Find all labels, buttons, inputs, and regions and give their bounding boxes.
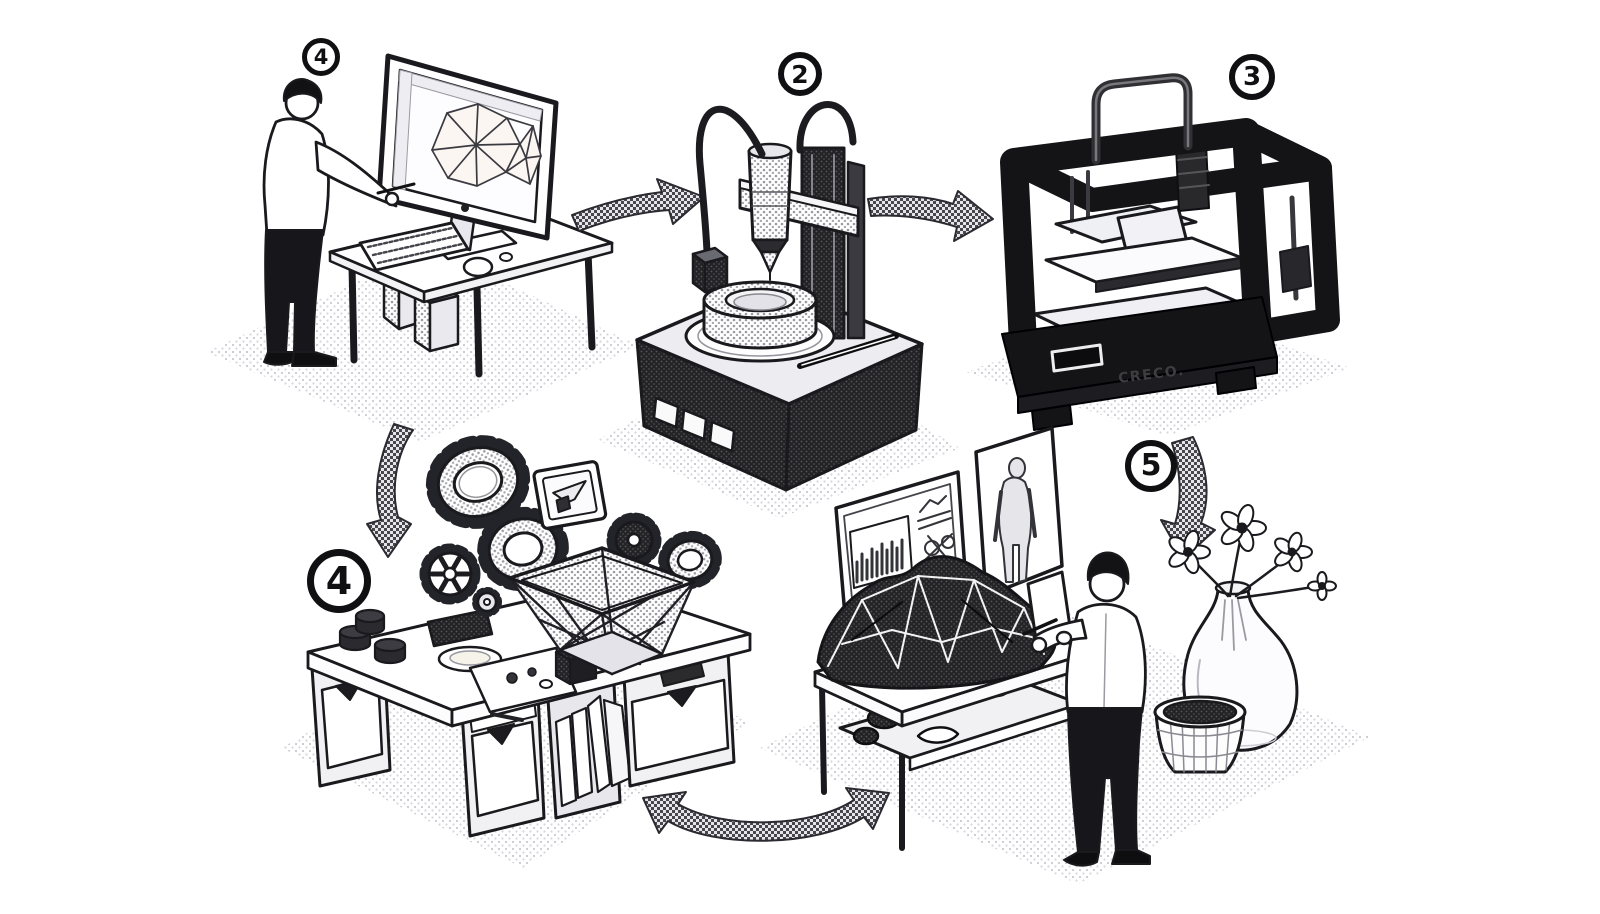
designer-shoe-front: [291, 351, 337, 367]
step-badge-4: 4: [307, 549, 371, 613]
gantry-column: [800, 146, 866, 340]
arrow-step4-step5-bidirectional: [642, 787, 890, 842]
designer-torso: [262, 117, 330, 237]
step-badge-2: 2: [778, 52, 822, 96]
scene-cad-workstation: [262, 53, 614, 378]
step-badge-3: 3: [1229, 54, 1275, 100]
step-badge-4-number: 4: [325, 559, 353, 603]
designer-arm: [314, 140, 398, 208]
cad-wireframe-model: [431, 103, 542, 187]
gear-icon-spoked: [419, 543, 481, 605]
parts-tray: [468, 646, 578, 714]
wall-poster-anatomy: [974, 426, 1064, 598]
woven-pot: [1153, 695, 1247, 774]
dark-pad: [426, 608, 494, 648]
inspector-torso: [1065, 602, 1147, 714]
gear-icon-small: [472, 587, 502, 617]
arrow-step2-to-step3: [867, 190, 994, 242]
monitor-chin-dot: [461, 204, 469, 212]
person-designer: [262, 78, 416, 367]
arrow-step1-to-step2: [571, 178, 705, 232]
scene-3d-printer: CRECO.: [1000, 73, 1340, 431]
scene-workbench: [306, 435, 752, 838]
workbench-cabinets: [310, 649, 736, 838]
step-badge-1: 4: [302, 38, 340, 76]
lattice-basket: [508, 546, 696, 676]
cable-connector-block: [691, 246, 729, 294]
inspector-pants: [1067, 707, 1143, 853]
stylus: [376, 182, 416, 195]
designer-shoe-back: [263, 351, 297, 366]
inspection-table: [813, 616, 1094, 851]
machine-front-right-face: [784, 342, 924, 492]
anatomy-figure: [998, 476, 1033, 583]
step-badge-5: 5: [1125, 440, 1177, 492]
printer-base: [1001, 296, 1278, 431]
flowers: [1168, 503, 1337, 601]
step-badge-1-number: 4: [313, 44, 329, 69]
printer-base-slot: [1050, 343, 1104, 373]
arrow-step1-to-step4: [366, 423, 414, 558]
scene-probe-scanner: [635, 101, 924, 492]
inspector-pen: [1022, 618, 1058, 636]
printed-lattice-mound: [816, 555, 1058, 690]
printer-handle: [1091, 73, 1193, 165]
gear-icon-large: [425, 435, 531, 529]
gear-icon-right-ring: [658, 530, 722, 590]
step-badge-5-number: 5: [1140, 448, 1162, 483]
framed-funnel-icon: [532, 460, 608, 530]
person-inspector: [1022, 551, 1151, 867]
poster-line-sketch: [917, 495, 952, 530]
inspector-hair: [1086, 551, 1130, 585]
cable-tubes: [695, 101, 857, 256]
inspector-shoe-left: [1063, 851, 1100, 867]
pencil: [490, 712, 524, 722]
turntable-ring-part: [684, 280, 836, 363]
designer-pants: [264, 229, 324, 353]
probe-head: [747, 142, 793, 292]
step-badge-3-number: 3: [1242, 62, 1262, 92]
step-badge-2-number: 2: [791, 59, 809, 89]
scene-inspection: [813, 426, 1337, 867]
designer-hair: [282, 78, 323, 104]
material-discs: [338, 608, 407, 665]
mouse: [462, 256, 494, 278]
machine-buttons: [652, 396, 736, 453]
inspector-shoe-right: [1111, 849, 1151, 865]
keyboard: [358, 221, 470, 272]
monitor: [376, 53, 559, 241]
